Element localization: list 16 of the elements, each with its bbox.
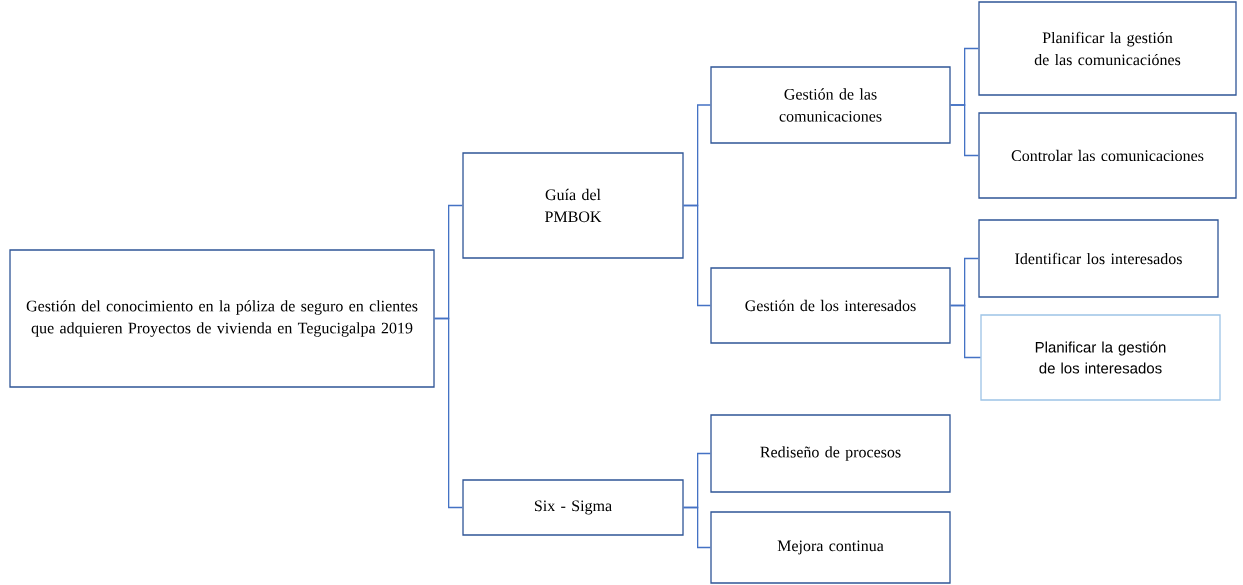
process-box: Rediseño de procesos xyxy=(710,414,951,493)
process-box: Planificar la gestión de los interesados xyxy=(980,314,1221,401)
process-box: Planificar la gestión de las comunicaciónes xyxy=(978,1,1237,96)
process-box: Gestión de las comunicaciones xyxy=(710,66,951,144)
process-box: Controlar las comunicaciones xyxy=(978,112,1237,199)
process-box: Mejora continua xyxy=(710,511,951,584)
process-box: Six - Sigma xyxy=(462,479,684,536)
connector xyxy=(950,104,979,157)
process-box: Gestión de los interesados xyxy=(710,267,951,344)
process-box: Identificar los interesados xyxy=(978,219,1219,298)
connector xyxy=(950,304,981,359)
process-box: Guía del PMBOK xyxy=(462,152,684,259)
connector xyxy=(434,317,463,509)
connector xyxy=(683,506,711,549)
connector xyxy=(683,204,711,307)
process-box: Gestión del conocimiento en la póliza de seguro en clientes que adquieren Proyectos de vivienda en Tegucigalpa 2019 xyxy=(9,249,435,388)
